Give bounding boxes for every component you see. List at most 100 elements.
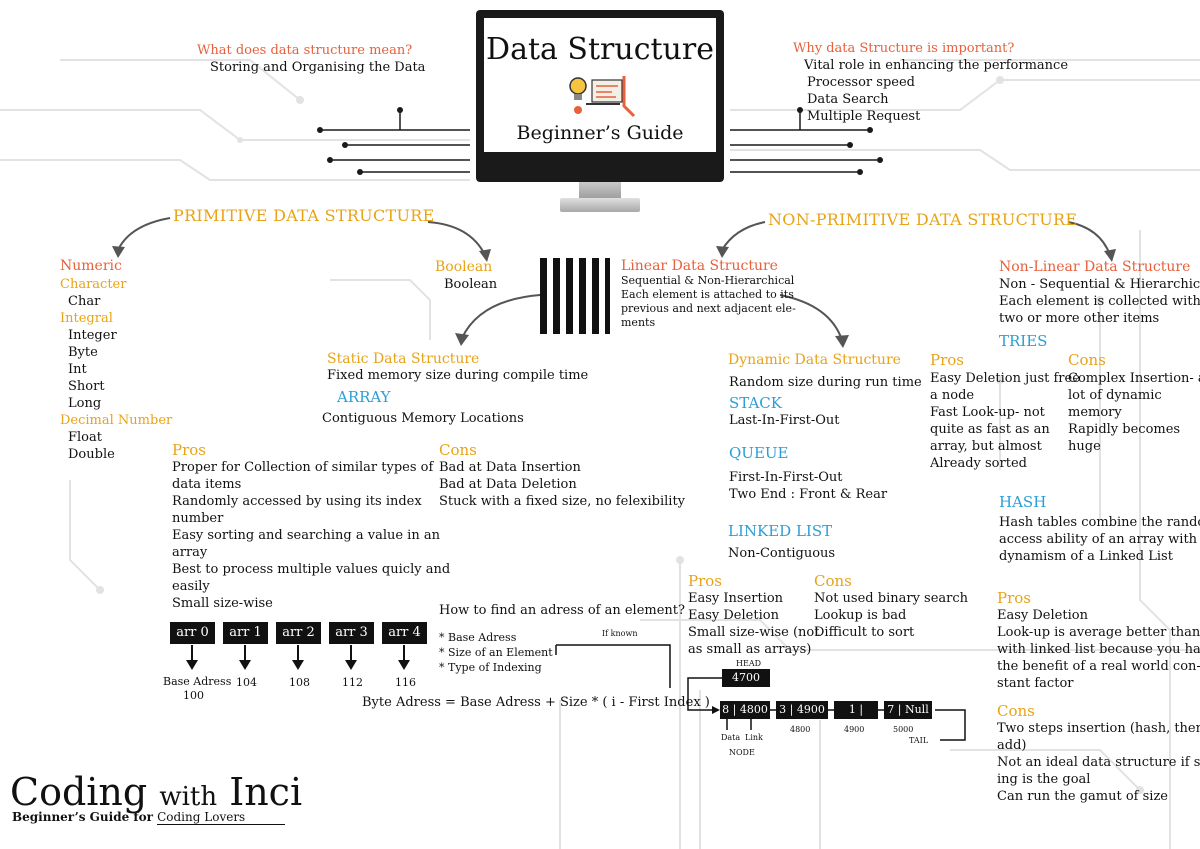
data-label: Data: [721, 733, 741, 742]
array-pro: Best to process multiple values quicly a…: [172, 562, 451, 577]
tries-con: Complex Insertion- a: [1068, 371, 1200, 386]
linked-list-title: LINKED LIST: [728, 522, 833, 540]
tail-label: TAIL: [909, 736, 929, 745]
hash-pros-title: Pros: [997, 589, 1031, 607]
intro-answer-2c: Data Search: [807, 92, 889, 107]
dynamic-desc: Random size during run time: [729, 375, 922, 390]
ll-pro: Easy Insertion: [688, 591, 784, 606]
queue-desc: Two End : Front & Rear: [729, 487, 888, 502]
ll-pro: Easy Deletion: [688, 608, 779, 623]
integral-item: Int: [68, 362, 87, 377]
array-cell: arr 4: [382, 622, 427, 644]
lightbulb-circuit-icon: [569, 76, 636, 118]
brand-tagline-b: Coding Lovers: [157, 810, 286, 825]
address-value: 108: [289, 676, 310, 689]
ll-pro: Small size-wise (not: [688, 625, 820, 640]
integral-item: Short: [68, 379, 105, 394]
hash-pro: Easy Deletion: [997, 608, 1088, 623]
brand-name-c: Inci: [229, 770, 303, 814]
if-known-label: If known: [602, 629, 638, 638]
hash-desc: Hash tables combine the random: [999, 515, 1200, 530]
hash-pro: Look-up is average better than: [997, 625, 1200, 640]
page-title: Data Structure: [486, 32, 714, 67]
primitive-title: PRIMITIVE DATA STRUCTURE: [173, 206, 435, 225]
array-con: Stuck with a fixed size, no felexibility: [439, 494, 686, 509]
address-value: 104: [236, 676, 257, 689]
address-value: 116: [395, 676, 416, 689]
decimal-item: Float: [68, 430, 102, 445]
intro-question-2: Why data Structure is important?: [793, 41, 1015, 56]
array-pro: Proper for Collection of similar types o…: [172, 460, 434, 475]
monitor-stand: [579, 182, 621, 200]
numeric-label: Numeric: [60, 258, 122, 274]
hash-con: Not an ideal data structure if sort-: [997, 755, 1200, 770]
intro-question-1: What does data structure mean?: [197, 43, 413, 58]
hash-con: ing is the goal: [997, 772, 1091, 787]
hash-cons-title: Cons: [997, 702, 1035, 720]
character-label: Character: [60, 277, 127, 292]
array-pros-title: Pros: [172, 441, 206, 459]
tries-con: huge: [1068, 439, 1101, 454]
tries-pro: Easy Deletion just free: [930, 371, 1080, 386]
nonlinear-line: two or more other items: [999, 311, 1160, 326]
ll-con: Difficult to sort: [814, 625, 915, 640]
array-cell: arr 0: [170, 622, 215, 644]
tries-pro: array, but almost: [930, 439, 1042, 454]
brand-name-a: Coding: [10, 770, 148, 814]
nonlinear-title: Non-Linear Data Structure: [999, 259, 1191, 275]
address-value: 100: [183, 689, 204, 702]
queue-desc: First-In-First-Out: [729, 470, 843, 485]
static-desc: Fixed memory size during compile time: [327, 368, 589, 383]
ll-con: Not used binary search: [814, 591, 969, 606]
hash-con: Two steps insertion (hash, then: [997, 721, 1200, 736]
array-cell: arr 2: [276, 622, 321, 644]
brand-tagline-a: Beginner’s Guide for: [12, 810, 153, 824]
tries-pro: Fast Look-up- not: [930, 405, 1045, 420]
intro-answer-2b: Processor speed: [807, 75, 915, 90]
link-label: Link: [745, 733, 763, 742]
monitor-screen: Data Structure Beginner’s Guide: [484, 18, 716, 152]
tries-pro: Already sorted: [930, 456, 1027, 471]
brand-logo: Coding with Inci: [10, 770, 302, 814]
node-address: 4800: [790, 725, 811, 734]
linear-title: Linear Data Structure: [621, 258, 778, 274]
tries-pro: quite as fast as an: [930, 422, 1050, 437]
array-con: Bad at Data Insertion: [439, 460, 581, 475]
find-address-question: How to find an adress of an element?: [439, 603, 685, 618]
integral-label: Integral: [60, 311, 113, 326]
integral-item: Long: [68, 396, 102, 411]
list-node: 8 | 4800: [720, 701, 770, 719]
array-pro: easily: [172, 579, 210, 594]
linked-list-desc: Non-Contiguous: [728, 546, 836, 561]
hash-desc: dynamism of a Linked List: [999, 549, 1173, 564]
queue-title: QUEUE: [729, 444, 789, 462]
ll-cons-title: Cons: [814, 572, 852, 590]
boolean-label: Boolean: [435, 259, 493, 275]
ll-pro: as small as arrays): [688, 642, 812, 657]
head-node: 4700: [722, 669, 770, 687]
char-item: Char: [68, 294, 101, 309]
tries-cons-title: Cons: [1068, 351, 1106, 369]
nonprimitive-title: NON-PRIMITIVE DATA STRUCTURE: [768, 210, 1078, 229]
ll-pros-title: Pros: [688, 572, 722, 590]
array-con: Bad at Data Deletion: [439, 477, 577, 492]
node-address: 4900: [844, 725, 865, 734]
array-pro: array: [172, 545, 208, 560]
nonlinear-line: Each element is collected with: [999, 294, 1200, 309]
list-node: 3 | 4900: [776, 701, 828, 719]
monitor-base: [560, 198, 640, 212]
array-title: ARRAY: [337, 388, 391, 406]
intro-answer-1: Storing and Organising the Data: [210, 60, 426, 75]
linear-bars-icon: [540, 258, 610, 334]
brand-tagline: Beginner’s Guide for Coding Lovers: [12, 810, 286, 825]
intro-answer-2d: Multiple Request: [807, 109, 921, 124]
linear-line: Sequential & Non-Hierarchical: [621, 274, 795, 287]
intro-answer-2a: Vital role in enhancing the performance: [804, 58, 1069, 73]
hash-con: add): [997, 738, 1027, 753]
brand-name-b: with: [159, 782, 218, 812]
tries-pro: a node: [930, 388, 975, 403]
monitor-frame: Data Structure Beginner’s Guide: [476, 10, 724, 182]
find-address-item: * Size of an Element: [439, 646, 553, 659]
linear-line: previous and next adjacent ele-: [621, 302, 796, 315]
